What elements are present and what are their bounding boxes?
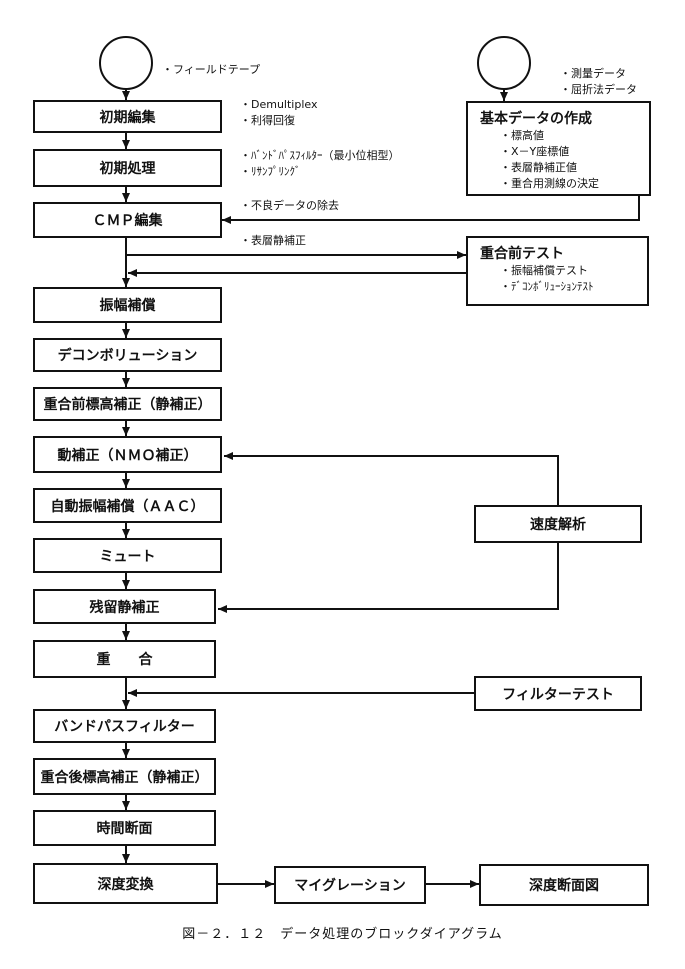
note-item: ・ﾘｻﾝﾌﾟﾘﾝｸﾞ	[240, 165, 301, 178]
step-prestack-elevation-correction: 重合前標高補正（静補正）	[33, 387, 222, 421]
survey-label: ・測量データ	[560, 67, 626, 80]
step-time-section: 時間断面	[33, 810, 216, 846]
initial-edit-notes: ・Demultiplex ・利得回復	[240, 97, 317, 129]
field-tape-label: ・フィールドテープ	[162, 63, 261, 76]
step-poststack-elevation-correction: 重合後標高補正（静補正）	[33, 758, 216, 795]
refraction-label: ・屈折法データ	[560, 83, 637, 96]
basic-data-item: ・重合用測線の決定	[500, 177, 599, 190]
note-item: ・ﾊﾞﾝﾄﾞﾊﾟｽﾌｨﾙﾀｰ（最小位相型）	[240, 149, 400, 162]
surface-static-note: ・表層静補正	[240, 234, 306, 247]
step-depth-conversion: 深度変換	[33, 863, 218, 904]
pre-stack-test-box: 重合前テスト ・振幅補償テスト ・ﾃﾞｺﾝﾎﾞﾘｭｰｼｮﾝﾃｽﾄ	[466, 236, 649, 306]
pre-stack-test-item: ・ﾃﾞｺﾝﾎﾞﾘｭｰｼｮﾝﾃｽﾄ	[500, 280, 594, 293]
velocity-analysis-box: 速度解析	[474, 505, 642, 543]
step-cmp-edit: ＣＭＰ編集	[33, 202, 222, 238]
step-nmo-correction: 動補正（ＮＭＯ補正）	[33, 436, 222, 473]
pre-stack-test-item: ・振幅補償テスト	[500, 264, 588, 277]
basic-data-item: ・表層静補正値	[500, 161, 577, 174]
depth-section-box: 深度断面図	[479, 864, 649, 906]
step-residual-static: 残留静補正	[33, 589, 216, 624]
survey-data-labels: ・測量データ ・屈折法データ	[560, 66, 637, 98]
step-amplitude-compensation: 振幅補償	[33, 287, 222, 323]
note-item: ・Demultiplex	[240, 98, 318, 111]
step-initial-processing: 初期処理	[33, 149, 222, 187]
survey-data-icon	[477, 36, 531, 90]
step-stack: 重 合	[33, 640, 216, 678]
migration-box: マイグレーション	[274, 866, 426, 904]
initial-proc-notes: ・ﾊﾞﾝﾄﾞﾊﾟｽﾌｨﾙﾀｰ（最小位相型） ・ﾘｻﾝﾌﾟﾘﾝｸﾞ	[240, 148, 400, 180]
basic-data-item: ・X－Y座標値	[500, 145, 570, 158]
figure-caption: 図－２．１２ データ処理のブロックダイアグラム	[182, 927, 503, 942]
pre-stack-test-title: 重合前テスト	[480, 246, 564, 262]
step-aac: 自動振幅補償（ＡＡＣ）	[33, 488, 222, 523]
basic-data-box: 基本データの作成 ・標高値 ・X－Y座標値 ・表層静補正値 ・重合用測線の決定	[466, 101, 651, 196]
note-item: ・利得回復	[240, 114, 295, 127]
filter-test-box: フィルターテスト	[474, 676, 642, 711]
field-tape-icon	[99, 36, 153, 90]
step-mute: ミュート	[33, 538, 222, 573]
basic-data-title: 基本データの作成	[480, 111, 592, 127]
step-initial-edit: 初期編集	[33, 100, 222, 133]
step-bandpass-filter: バンドパスフィルター	[33, 709, 216, 743]
basic-data-item: ・標高値	[500, 129, 544, 142]
bad-data-note: ・不良データの除去	[240, 199, 339, 212]
step-deconvolution: デコンボリューション	[33, 338, 222, 372]
